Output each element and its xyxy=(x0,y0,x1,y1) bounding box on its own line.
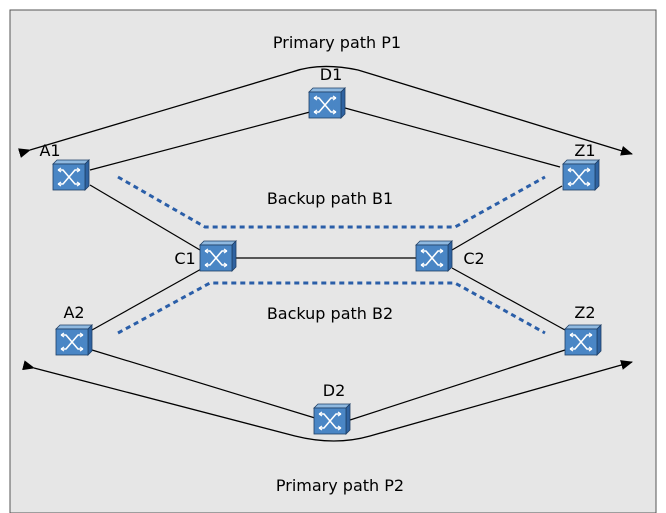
node-label: D1 xyxy=(320,65,343,84)
backup-paths xyxy=(117,175,546,335)
switch-icon xyxy=(313,403,351,435)
node-z2: Z2 xyxy=(564,303,602,356)
link-a1-d1 xyxy=(89,111,311,171)
node-a2: A2 xyxy=(55,303,93,356)
backup-path-b1 xyxy=(117,175,546,229)
node-label: C2 xyxy=(463,249,484,268)
switch-icon xyxy=(564,324,602,356)
primary-path-p2-label: Primary path P2 xyxy=(276,476,404,495)
link-c1-a2 xyxy=(91,267,204,331)
node-label: A2 xyxy=(63,303,84,322)
node-a1: A1 xyxy=(39,141,90,191)
primary-paths xyxy=(18,65,633,442)
node-c2: C2 xyxy=(415,240,485,272)
switch-icon xyxy=(55,324,93,356)
link-a1-c1 xyxy=(89,184,201,251)
switch-icon xyxy=(52,159,90,191)
node-label: D2 xyxy=(323,381,346,400)
link-c2-z1 xyxy=(451,185,563,251)
switch-icon xyxy=(199,240,237,272)
switch-icon xyxy=(562,159,600,191)
node-label: Z1 xyxy=(574,141,595,160)
primary-path-p1 xyxy=(18,65,633,158)
backup-path-b2 xyxy=(117,281,546,335)
link-c2-z2 xyxy=(451,267,566,331)
node-d2: D2 xyxy=(313,381,351,435)
diagram-background xyxy=(9,9,657,513)
primary-path-p2 xyxy=(22,360,633,442)
backup-path-b2-label: Backup path B2 xyxy=(267,304,393,323)
switch-icon xyxy=(415,240,453,272)
node-label: A1 xyxy=(39,141,60,160)
node-z1: Z1 xyxy=(562,141,600,191)
node-label: C1 xyxy=(174,249,195,268)
node-c1: C1 xyxy=(174,240,237,272)
node-label: Z2 xyxy=(574,303,595,322)
primary-path-p1-label: Primary path P1 xyxy=(273,33,401,52)
node-d1: D1 xyxy=(308,65,346,119)
backup-path-b1-label: Backup path B1 xyxy=(267,189,393,208)
switch-icon xyxy=(308,87,346,119)
